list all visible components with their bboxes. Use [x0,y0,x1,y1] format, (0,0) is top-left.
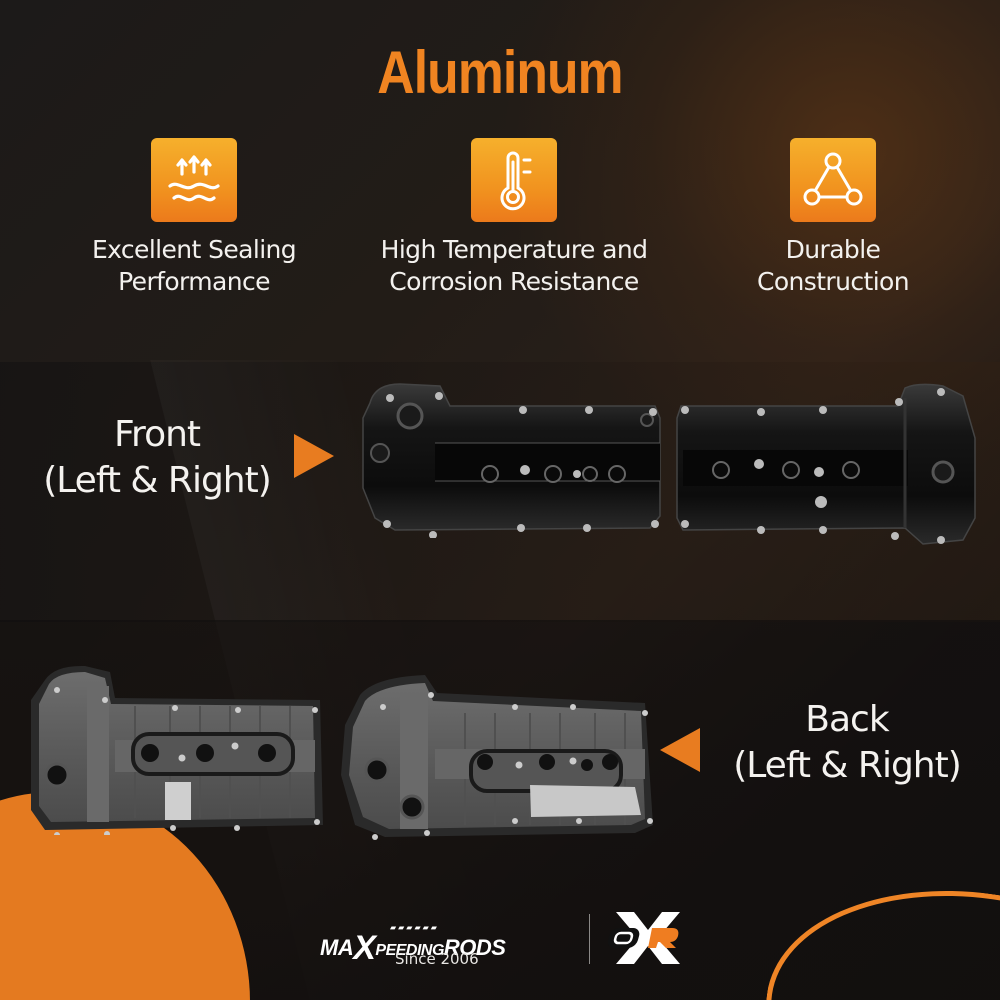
valve-cover-front-right [676,383,976,545]
feature-label-line1: High Temperature and [380,235,648,264]
feature-label-line2: Construction [757,267,910,296]
brand-name: MAXPEEDINGRODS [320,925,506,967]
brand-middle: PEEDING [375,942,444,959]
front-label-line1: Front [113,414,201,455]
back-label-line2: (Left & Right) [733,745,962,786]
thermometer-icon [471,138,557,222]
feature-label-line2: Performance [118,267,270,296]
brand-suffix: RODS [443,935,506,960]
arrow-left-icon [660,728,700,772]
valve-cover-back-right [341,675,653,840]
front-view-label: Front (Left & Right) [22,412,292,504]
feature-label-line1: Excellent Sealing [91,235,297,264]
feature-temperature: High Temperature and Corrosion Resistanc… [349,138,679,298]
back-label-line1: Back [805,699,889,740]
brand-logo: ▰▰▰▰▰▰ MAXPEEDINGRODS Since 2006 [300,905,700,975]
back-view-label: Back (Left & Right) [712,697,982,789]
valve-cover-back-left [31,665,323,835]
valve-cover-front-left [362,383,661,538]
heat-waves-icon [151,138,237,222]
brand-tagline: Since 2006 [395,950,479,968]
feature-durable: Durable Construction [668,138,998,298]
checkered-flag-icon: ▰▰▰▰▰▰ [390,923,439,932]
footer-divider [589,914,590,964]
brand-x: X [353,929,376,967]
feature-sealing: Excellent Sealing Performance [29,138,359,298]
brand-prefix: MA [320,935,354,960]
front-label-line2: (Left & Right) [43,460,272,501]
feature-label-line1: Durable [785,235,881,264]
feature-label-line2: Corrosion Resistance [389,267,639,296]
arrow-right-icon [294,434,334,478]
page-title: Aluminum [377,39,623,106]
triangle-nodes-icon [790,138,876,222]
xor-logo-icon [608,912,680,964]
